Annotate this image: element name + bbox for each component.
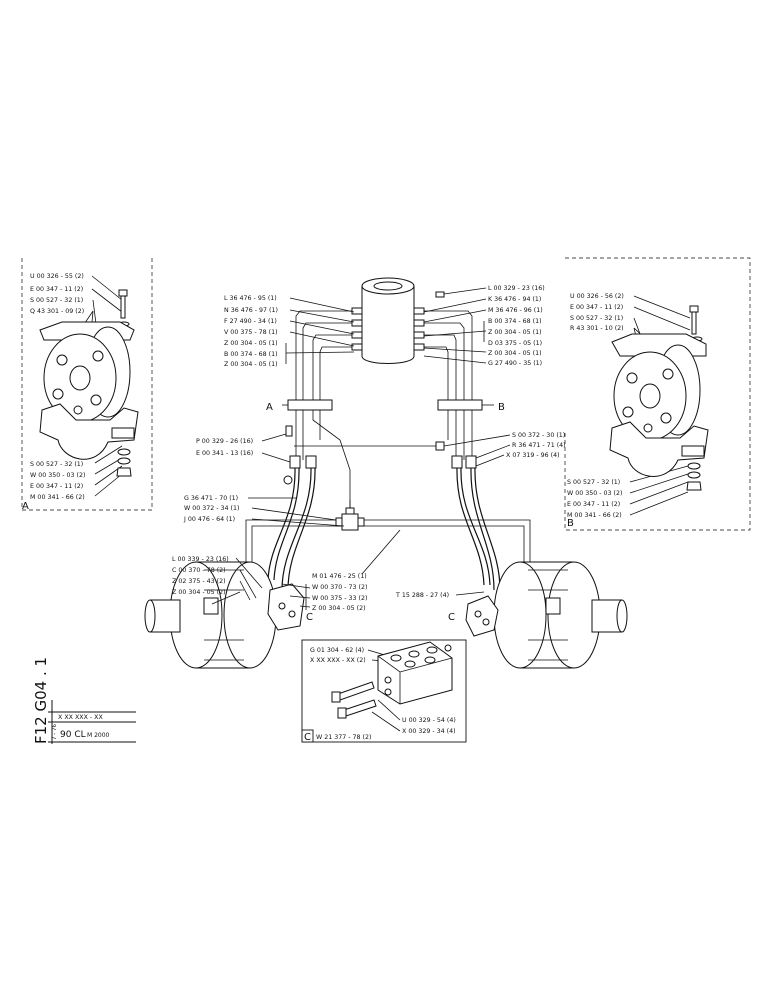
panel-b-top-part-4: R 43 301 - 10 (2) (570, 325, 624, 332)
callout-mid-right-1: S 00 372 - 30 (1) (512, 432, 565, 439)
date: 7 - 76 (52, 724, 58, 740)
callout-lower-left-1: L 00 339 - 23 (16) (172, 556, 229, 563)
valve-block-detail (377, 641, 453, 705)
callout-lower-left-4: Z 00 304 - 05 (2) (172, 589, 226, 596)
panel-b: B U 00 326 - 56 (2) E 00 347 - 11 (2) S … (564, 257, 751, 531)
callout-tee-left-3: J 00 476 - 64 (1) (183, 516, 235, 523)
panel-a-top-part-3: S 00 527 - 32 (1) (30, 297, 83, 304)
callout-lower-left-3: Z 02 375 - 43 (2) (172, 578, 226, 585)
panel-c-top-part-1: G 01 304 - 62 (4) (310, 647, 364, 654)
callout-top-right-2: K 36 476 - 94 (1) (488, 296, 541, 303)
callout-mid-right-3: X 07 319 - 96 (4) (506, 452, 560, 459)
central-hydraulic-assembly: A B (213, 277, 549, 607)
clamp-b (437, 399, 494, 411)
bolt-icon (689, 305, 703, 342)
panel-a-bottom-part-4: M 00 341 - 66 (2) (30, 494, 85, 501)
panel-b-bottom-part-4: M 00 341 - 66 (2) (567, 512, 622, 519)
panel-a-bottom-part-3: E 00 347 - 11 (2) (30, 483, 83, 490)
callout-mid-right-2: R 36 471 - 71 (4) (512, 442, 566, 449)
panel-c: C W 21 377 - 78 (2) G 01 304 - 62 (4) X … (301, 639, 467, 743)
callout-tee-left-1: G 36 471 - 70 (1) (184, 495, 238, 502)
panel-c-bottom-part-1: U 00 329 - 54 (4) (402, 717, 456, 724)
callout-top-left-3: F 27 490 - 34 (1) (224, 318, 277, 325)
callout-lower-center-3: W 00 375 - 33 (2) (312, 595, 367, 602)
wheel-right (493, 561, 628, 669)
bolt-icon (118, 289, 130, 327)
panel-a-top-part-1: U 00 326 - 55 (2) (30, 273, 84, 280)
marker-c-right: C (448, 612, 455, 623)
callout-tee-left-2: W 00 372 - 34 (1) (184, 505, 239, 512)
title-block: F12 G04 . 1 X XX XXX - XX 7 - 76 90 CL M… (32, 657, 136, 744)
callout-top-left-2: N 36 476 - 97 (1) (224, 307, 278, 314)
marker-b: B (498, 402, 505, 413)
callout-mid-left-2: E 00 341 - 13 (16) (196, 450, 253, 457)
reference-number: X XX XXX - XX (58, 714, 103, 721)
valve-block-left (267, 583, 305, 631)
hub-clamp-assembly-b (609, 333, 709, 477)
hub-clamp-assembly-a (39, 321, 139, 460)
panel-a: A U 00 326 - 55 (2) E 00 347 - 11 (2) S … (21, 258, 153, 512)
sheet-code: F12 G04 . 1 (32, 657, 50, 744)
panel-b-top-part-3: S 00 527 - 32 (1) (570, 315, 623, 322)
wheel-left (144, 561, 277, 669)
marker-a: A (266, 402, 273, 413)
panel-a-top-part-2: E 00 347 - 11 (2) (30, 286, 83, 293)
callouts-mid-left: P 00 329 - 26 (16) E 00 341 - 13 (16) (196, 438, 253, 457)
model-suffix: M 2000 (87, 732, 110, 739)
callout-top-right-8: G 27 490 - 35 (1) (488, 360, 542, 367)
cylinder-fittings (351, 291, 445, 351)
callout-mid-left-1: P 00 329 - 26 (16) (196, 438, 253, 445)
callout-lower-left-2: C 00 370 - 78 (2) (172, 567, 226, 574)
tee-fitting (335, 507, 365, 531)
callout-top-right-6: D 03 375 - 05 (1) (488, 340, 542, 347)
panel-b-bottom-part-2: W 00 350 - 03 (2) (567, 490, 622, 497)
clamp-a (282, 399, 333, 411)
panel-c-code: W 21 377 - 78 (2) (316, 734, 371, 741)
panel-c-letter: C (304, 732, 311, 743)
marker-c-left: C (306, 612, 313, 623)
panel-b-top-part-1: U 00 326 - 56 (2) (570, 293, 624, 300)
panel-b-bottom-part-1: S 00 527 - 32 (1) (567, 479, 620, 486)
callouts-top-right: L 00 329 - 23 (16) K 36 476 - 94 (1) M 3… (488, 285, 545, 367)
panel-a-bottom-part-1: S 00 527 - 32 (1) (30, 461, 83, 468)
callout-top-left-5: Z 00 304 - 05 (1) (224, 340, 278, 347)
panel-a-letter: A (22, 501, 29, 512)
callouts-tee-left: G 36 471 - 70 (1) W 00 372 - 34 (1) J 00… (183, 495, 239, 523)
callouts-top-left: L 36 476 - 95 (1) N 36 476 - 97 (1) F 27… (224, 295, 278, 368)
callout-top-left-4: V 00 375 - 78 (1) (224, 329, 278, 336)
callout-lower-center-1: M 01 476 - 25 (1) (312, 573, 367, 580)
reservoir-cylinder (361, 277, 415, 364)
panel-b-bottom-part-3: E 00 347 - 11 (2) (567, 501, 620, 508)
callout-top-right-4: B 00 374 - 68 (1) (488, 318, 542, 325)
callout-top-right-5: Z 00 304 - 05 (1) (488, 329, 542, 336)
callout-lower-center-2: W 00 370 - 73 (2) (312, 584, 367, 591)
callout-top-left-1: L 36 476 - 95 (1) (224, 295, 277, 302)
callouts-lower-left: L 00 339 - 23 (16) C 00 370 - 78 (2) Z 0… (172, 556, 229, 596)
bolt-icon (331, 681, 377, 719)
callout-lower-right-1: T 15 288 - 27 (4) (395, 592, 449, 599)
callouts-lower-right: T 15 288 - 27 (4) (395, 592, 449, 599)
panel-a-top-part-4: Q 43 301 - 09 (2) (30, 308, 84, 315)
panel-b-top-part-2: E 00 347 - 11 (2) (570, 304, 623, 311)
callouts-lower-center: M 01 476 - 25 (1) W 00 370 - 73 (2) W 00… (312, 573, 367, 612)
panel-b-letter: B (567, 518, 574, 529)
callout-top-left-6: B 00 374 - 68 (1) (224, 351, 278, 358)
callout-top-right-3: M 36 476 - 96 (1) (488, 307, 543, 314)
callout-top-right-1: L 00 329 - 23 (16) (488, 285, 545, 292)
panel-c-top-part-2: X XX XXX - XX (2) (310, 657, 366, 664)
callout-lower-center-4: Z 00 304 - 05 (2) (312, 605, 366, 612)
panel-a-bottom-part-2: W 00 350 - 03 (2) (30, 472, 85, 479)
panel-c-bottom-part-2: X 00 329 - 34 (4) (402, 728, 456, 735)
washer-nut-icon (116, 448, 132, 477)
callout-top-left-7: Z 00 304 - 05 (1) (224, 361, 278, 368)
valve-block-right (465, 595, 499, 637)
washer-nut-icon (686, 462, 702, 491)
callouts-mid-right: S 00 372 - 30 (1) R 36 471 - 71 (4) X 07… (506, 432, 566, 459)
callout-top-right-7: Z 00 304 - 05 (1) (488, 350, 542, 357)
model-name: 90 CL (60, 730, 86, 740)
